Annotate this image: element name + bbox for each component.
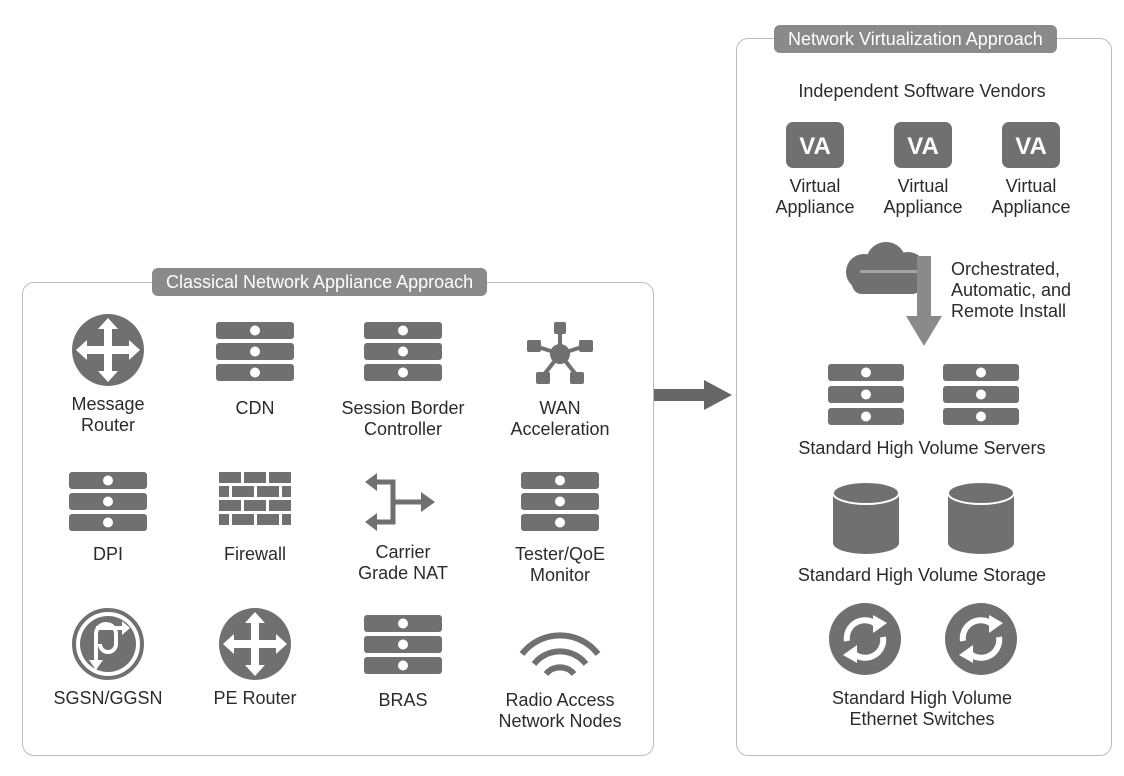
virtual-appliance-2: VA Virtual Appliance xyxy=(848,122,998,218)
install-label: Orchestrated, Automatic, and Remote Inst… xyxy=(951,259,1072,321)
va-badge-icon: VA xyxy=(1002,122,1060,168)
transition-arrow-icon xyxy=(654,380,732,410)
servers-label: Standard High Volume Servers xyxy=(798,438,1046,458)
virtual-appliance-label: Virtual Appliance xyxy=(883,176,963,217)
radio-access-label: Radio Access Network Nodes xyxy=(498,690,622,731)
bras-item: BRAS xyxy=(328,613,478,711)
hub-icon xyxy=(527,322,593,384)
dpi-item: DPI xyxy=(33,470,183,565)
message-router-label: Message Router xyxy=(71,394,145,435)
firewall-item: Firewall xyxy=(180,470,330,565)
switch-sync-icon xyxy=(829,603,901,675)
switches-label: Standard High Volume Ethernet Switches xyxy=(831,688,1013,729)
storage-cylinder-icon xyxy=(947,481,1015,554)
virtual-appliance-1: VA Virtual Appliance xyxy=(740,122,890,218)
va-badge-text: VA xyxy=(907,133,939,160)
server-icon xyxy=(216,322,294,381)
wan-acceleration-item: WAN Acceleration xyxy=(485,320,635,440)
radio-access-item: Radio Access Network Nodes xyxy=(485,628,635,732)
cdn-item: CDN xyxy=(180,320,330,419)
va-badge-text: VA xyxy=(1015,133,1047,160)
wan-acceleration-label: WAN Acceleration xyxy=(510,398,610,439)
tester-qoe-item: Tester/QoE Monitor xyxy=(485,470,635,586)
va-badge-text: VA xyxy=(799,133,831,160)
sgsn-icon xyxy=(72,608,144,680)
message-router-item: Message Router xyxy=(33,312,183,436)
carrier-grade-nat-item: Carrier Grade NAT xyxy=(328,468,478,584)
server-icon xyxy=(943,364,1019,425)
virtualization-approach-title: Network Virtualization Approach xyxy=(774,25,1057,53)
server-icon xyxy=(521,472,599,531)
storage-cylinder-icon xyxy=(832,481,900,554)
storage-label: Standard High Volume Storage xyxy=(797,565,1047,585)
server-icon xyxy=(364,322,442,381)
virtual-appliance-label: Virtual Appliance xyxy=(991,176,1071,217)
wireless-icon xyxy=(519,632,601,677)
va-badge-icon: VA xyxy=(786,122,844,168)
server-icon xyxy=(364,615,442,674)
cdn-label: CDN xyxy=(235,398,275,418)
dpi-label: DPI xyxy=(92,544,123,564)
firewall-icon xyxy=(219,472,291,525)
tester-qoe-label: Tester/QoE Monitor xyxy=(514,544,606,585)
vendors-heading: Independent Software Vendors xyxy=(798,81,1046,101)
session-border-controller-label: Session Border Controller xyxy=(341,398,465,439)
carrier-grade-nat-label: Carrier Grade NAT xyxy=(358,542,448,583)
session-border-controller-item: Session Border Controller xyxy=(328,320,478,440)
install-arrow-icon xyxy=(906,256,942,346)
nat-arrows-icon xyxy=(365,473,435,531)
sgsn-ggsn-item: SGSN/GGSN xyxy=(33,606,183,709)
bras-label: BRAS xyxy=(378,690,428,710)
router-icon xyxy=(72,314,144,386)
sgsn-ggsn-label: SGSN/GGSN xyxy=(53,688,163,708)
virtual-appliance-label: Virtual Appliance xyxy=(775,176,855,217)
va-badge-icon: VA xyxy=(894,122,952,168)
pe-router-item: PE Router xyxy=(180,606,330,709)
switch-sync-icon xyxy=(945,603,1017,675)
router-icon xyxy=(219,608,291,680)
classical-approach-title: Classical Network Appliance Approach xyxy=(152,268,488,296)
server-icon xyxy=(828,364,904,425)
server-icon xyxy=(69,472,147,531)
firewall-label: Firewall xyxy=(223,544,286,564)
pe-router-label: PE Router xyxy=(213,688,297,708)
virtual-appliance-3: VA Virtual Appliance xyxy=(956,122,1106,218)
